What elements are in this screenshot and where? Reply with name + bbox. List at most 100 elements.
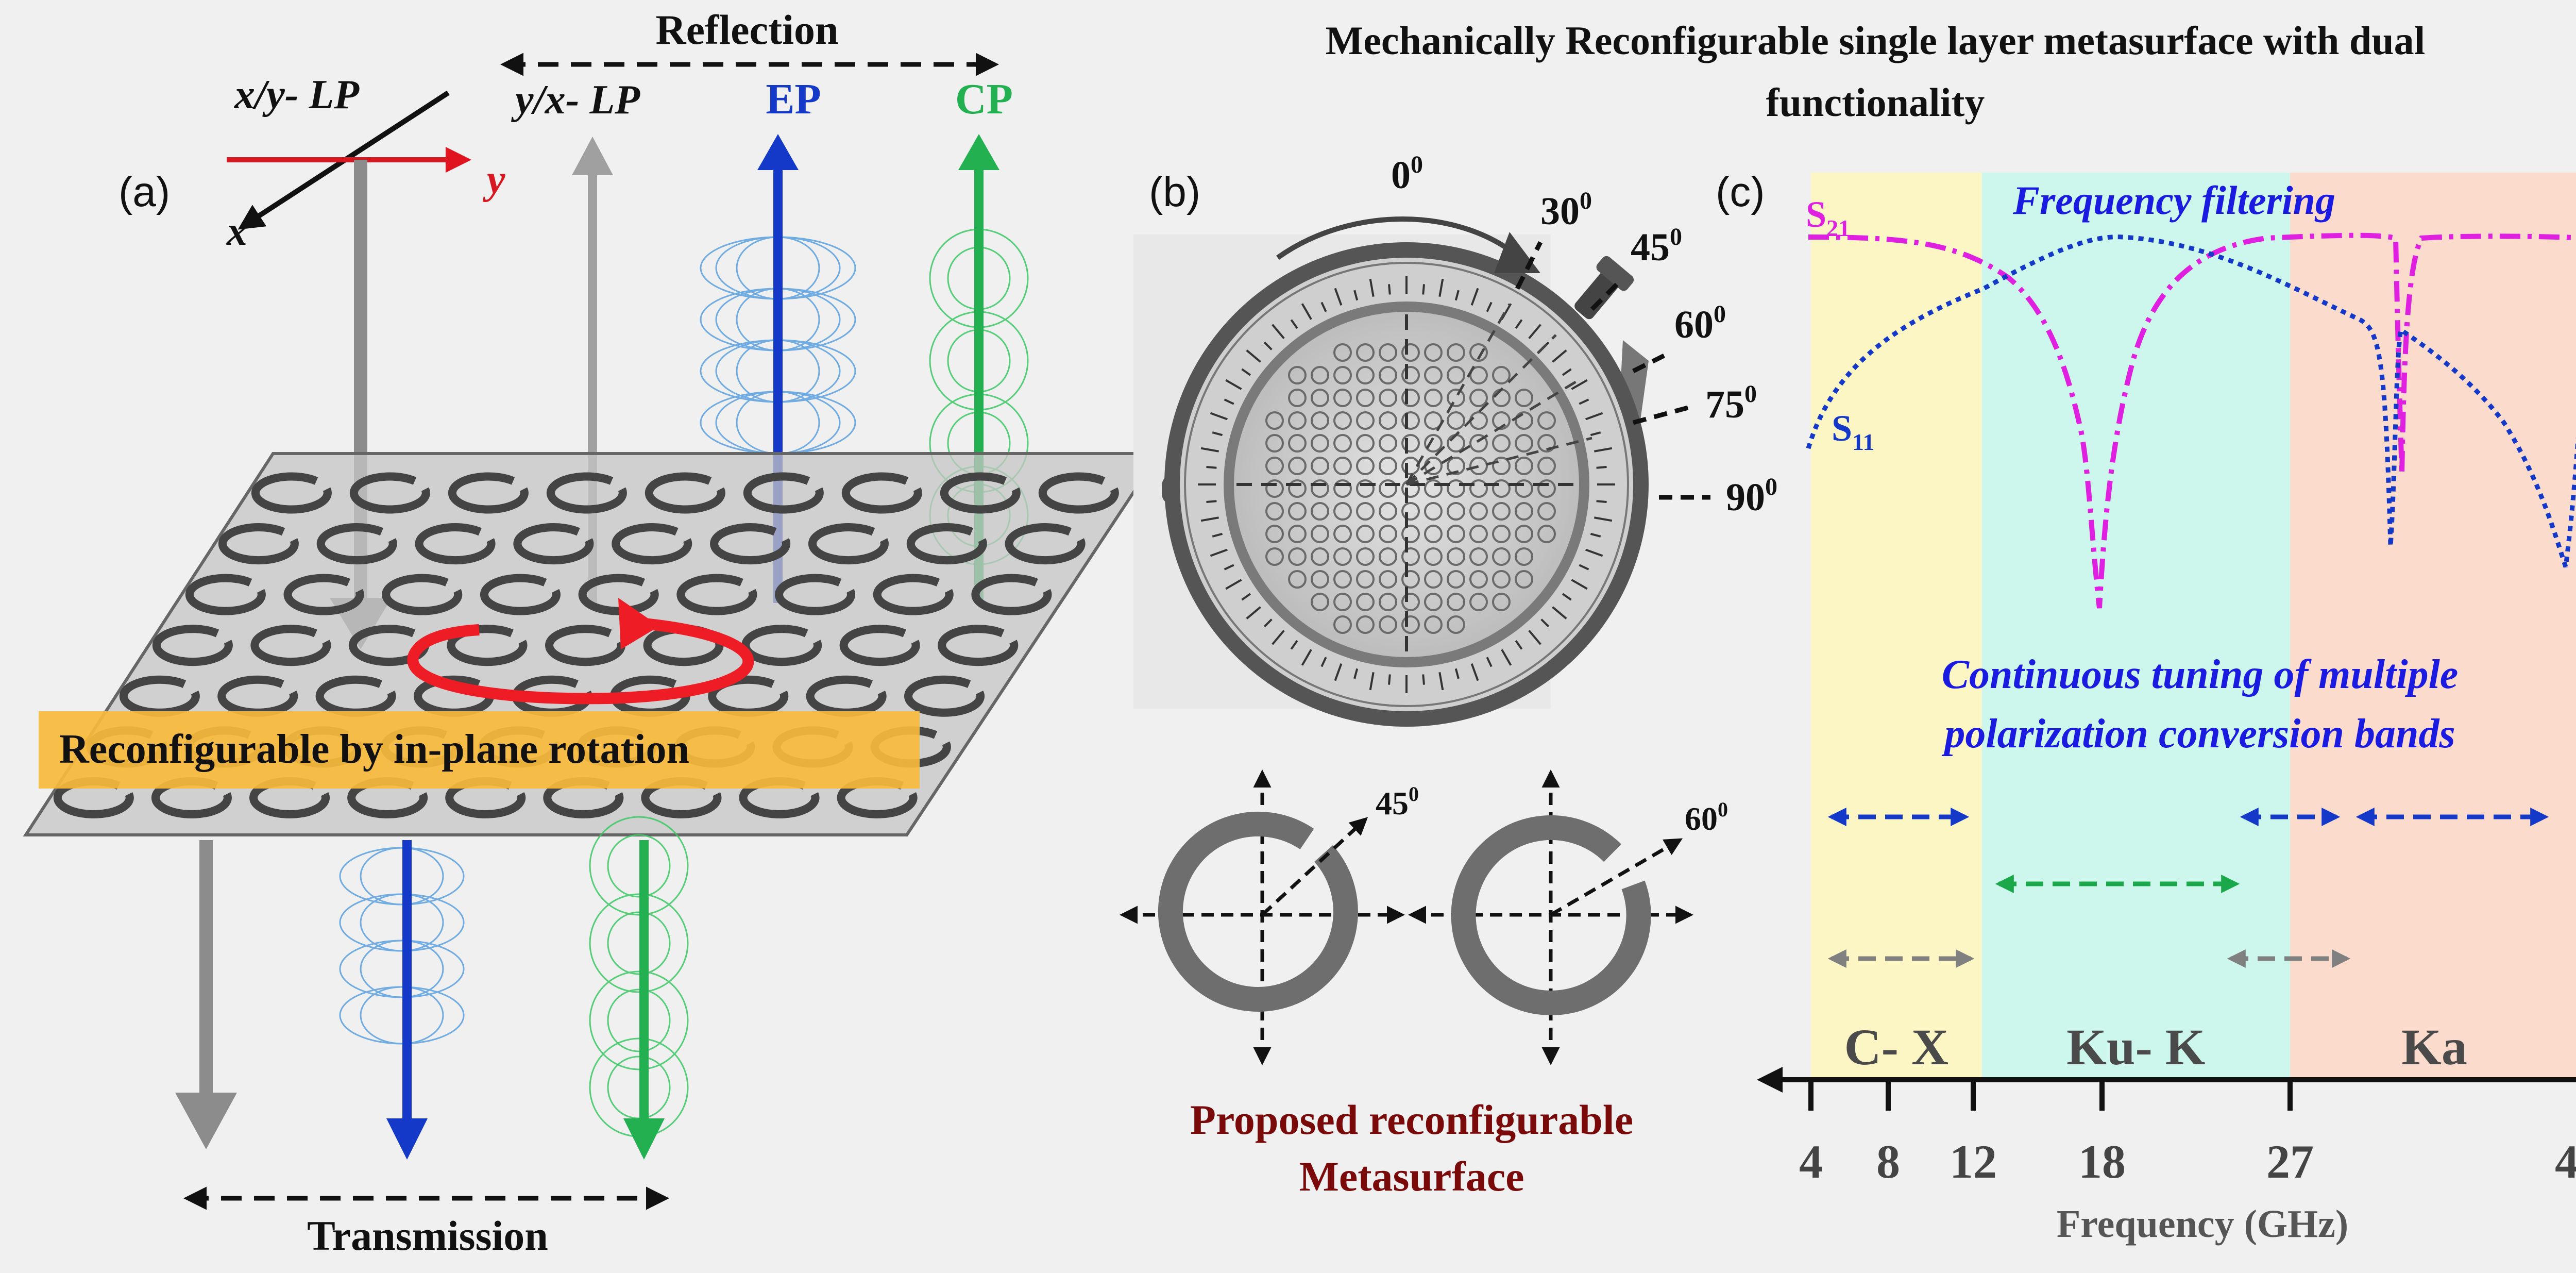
dial-tick (1200, 447, 1219, 453)
dial-tick (1552, 349, 1567, 363)
conversion-band-arrows (1827, 808, 2549, 968)
dial-ring-element (1356, 457, 1375, 475)
dial-ring-element (1515, 389, 1533, 407)
dial-tick (1206, 466, 1217, 469)
plate-split-ring (710, 523, 791, 565)
frequency-axis-label: Frequency (GHz) (2057, 1202, 2348, 1246)
dial-ring-element (1401, 389, 1420, 407)
dial-ring-element (1288, 502, 1307, 521)
dial-tick (1212, 431, 1223, 437)
dial-ring-element (1311, 434, 1329, 453)
dial-tick (1562, 368, 1572, 376)
dial-ring-element (1515, 547, 1533, 566)
band-region (2290, 173, 2576, 1080)
dial-tick (1454, 668, 1460, 679)
dial-ring-element (1401, 366, 1420, 384)
axis-x-label: x (226, 209, 247, 254)
dial-tick (1585, 412, 1603, 421)
plate-split-ring (578, 574, 659, 615)
dial-ring-element (1379, 434, 1397, 453)
plate-split-ring (512, 675, 592, 717)
dial-ring-element (1469, 525, 1488, 543)
dial-ring-element (1288, 525, 1307, 543)
plate-split-ring (480, 574, 561, 615)
dial-ring-element (1356, 366, 1375, 384)
dial-ring-element (1469, 434, 1488, 453)
plate-split-ring (938, 625, 1019, 666)
dial-ring-element (1379, 525, 1397, 543)
dial-ring-element (1265, 525, 1284, 543)
plate-split-ring (676, 574, 757, 615)
dial-ring-element (1288, 570, 1307, 589)
dial-ring-element (1401, 343, 1420, 362)
ep-transmit-ellipses (339, 847, 465, 1045)
dial-ring-element (1424, 615, 1443, 634)
dial-ring-element (1424, 593, 1443, 611)
dial-ring-element (1333, 547, 1352, 566)
plate-split-ring (217, 675, 298, 717)
dial-ring-element (1447, 525, 1465, 543)
angle-90: 900 (1726, 473, 1777, 519)
dial-ring-element (1333, 457, 1352, 475)
angle-30: 300 (1540, 187, 1592, 233)
dial-ring-element (1333, 411, 1352, 430)
dial-ring-element (1356, 593, 1375, 611)
ep-transmit-arrowhead (386, 1118, 428, 1160)
dial-ring-element (1515, 411, 1533, 430)
dial-ring-element (1288, 457, 1307, 475)
dial-ring-element (1311, 502, 1329, 521)
dial-tick (1301, 649, 1312, 666)
dial-tick (1210, 548, 1228, 557)
dial-tick (1206, 500, 1217, 503)
dial-ring-element (1515, 479, 1533, 498)
dial-tick (1528, 324, 1541, 339)
dial-ring-element (1379, 570, 1397, 589)
dial-tick (1486, 657, 1493, 667)
dial-ring-element (1288, 389, 1307, 407)
plate-split-ring (806, 675, 887, 717)
dial-ring-element (1265, 434, 1284, 453)
dial-tick (1422, 674, 1425, 685)
cp-label: CP (955, 75, 1013, 123)
dial-ring-element (1333, 366, 1352, 384)
dial-ring-element (1447, 593, 1465, 611)
dial-ring-element (1492, 570, 1511, 589)
transmitted-lp-arrowhead (175, 1093, 237, 1149)
dial-ring-element (1356, 479, 1375, 498)
dial-tick (1246, 606, 1261, 619)
angle-leaders (1515, 241, 1710, 500)
dial-ring-element (1401, 570, 1420, 589)
dial-ring-element (1469, 343, 1488, 362)
dial-tick (1272, 324, 1285, 339)
s11-curve (1806, 234, 2576, 568)
dial-tick (1486, 301, 1493, 312)
dial-ring-element (1492, 366, 1511, 384)
band-label: Ku- K (2066, 1018, 2205, 1076)
dial-ring-element (1311, 366, 1329, 384)
dial-tick (1241, 593, 1251, 601)
dial-ring-element (1333, 479, 1352, 498)
s21-label: S21 (1806, 194, 1850, 241)
dial-ring-element (1311, 389, 1329, 407)
split-ring-60-label: 600 (1685, 798, 1728, 837)
dial-ring-element (1447, 615, 1465, 634)
plate-split-ring (316, 523, 397, 565)
dial-ring-element (1492, 434, 1511, 453)
cp-reflect-arrowhead (958, 134, 999, 170)
dial-tick (1562, 593, 1572, 601)
cp-transmit-circles (589, 816, 689, 1137)
plate-split-ring (545, 625, 625, 666)
dial-ring-element (1492, 525, 1511, 543)
dial-ring-element (1333, 570, 1352, 589)
plate-split-ring (839, 625, 920, 666)
dial-tick (1224, 564, 1234, 571)
dial-tick (1334, 288, 1343, 306)
dial-tick (1272, 630, 1285, 645)
dial-ring-element (1288, 411, 1307, 430)
panel-a-label: (a) (118, 169, 170, 215)
dial-tick (1571, 379, 1588, 390)
dial-ring-element (1333, 525, 1352, 543)
dial-ring-element (1515, 434, 1533, 453)
dial-ring-element (1333, 389, 1352, 407)
split-ring-60: 600 (1408, 769, 1728, 1065)
